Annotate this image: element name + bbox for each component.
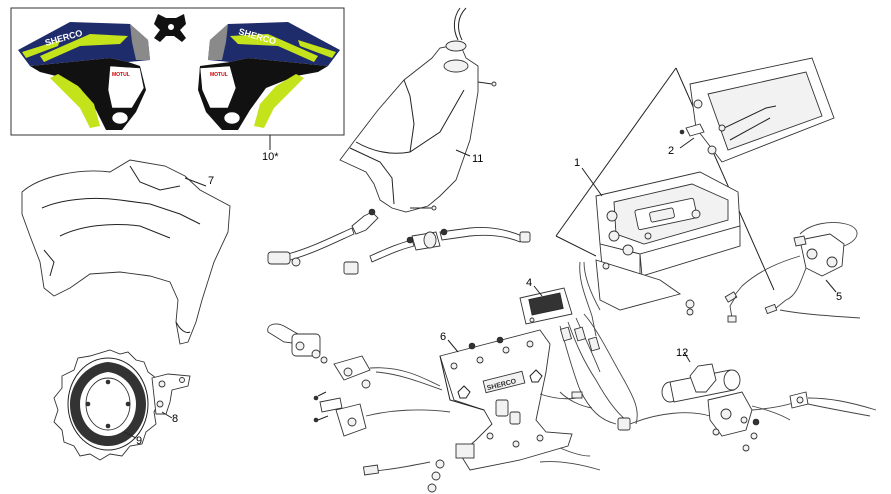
- left-clamp-assembly: [267, 323, 451, 437]
- caliper-adapter-part: 8: [151, 373, 191, 425]
- navigation-box-assembly: 1: [555, 67, 775, 316]
- callout-1: 1: [574, 157, 580, 169]
- callout-2: 2: [668, 145, 674, 157]
- fuel-tank-part: 11: [339, 7, 497, 213]
- mounting-plate-part: SHERCO 6: [439, 329, 573, 471]
- callout-4: 4: [526, 277, 532, 289]
- decal-right-shroud: MOTUL SHERCO: [198, 22, 340, 130]
- callout-7: 7: [208, 175, 214, 187]
- brake-disc-part: 9: [53, 349, 161, 461]
- display-module-part: 4: [519, 277, 573, 325]
- callout-6: 6: [440, 331, 446, 343]
- callout-9: 9: [136, 435, 142, 447]
- decal-kit: MOTUL SHERCO MOTUL SHERCO 10*: [10, 7, 345, 163]
- callout-10: 10*: [262, 151, 279, 163]
- decal-left-sponsor: MOTUL: [112, 72, 130, 78]
- callout-5: 5: [836, 291, 842, 303]
- handlebar-switch-part: 5: [724, 222, 861, 323]
- decal-center-piece: [154, 14, 186, 42]
- fuel-hose-assembly: [267, 208, 531, 275]
- decal-left-shroud: MOTUL SHERCO: [18, 22, 150, 130]
- callout-12: 12: [676, 347, 688, 359]
- callout-11: 11: [472, 153, 483, 165]
- navigation-lid-part: 2: [668, 57, 835, 163]
- plate-fasteners: [363, 336, 504, 493]
- decal-right-sponsor: MOTUL: [210, 72, 228, 78]
- callout-8: 8: [172, 413, 178, 425]
- wiring-harness: [539, 261, 711, 471]
- handlebar-mount-part: 12: [661, 347, 877, 452]
- airbox-cover-part: 7: [21, 159, 231, 345]
